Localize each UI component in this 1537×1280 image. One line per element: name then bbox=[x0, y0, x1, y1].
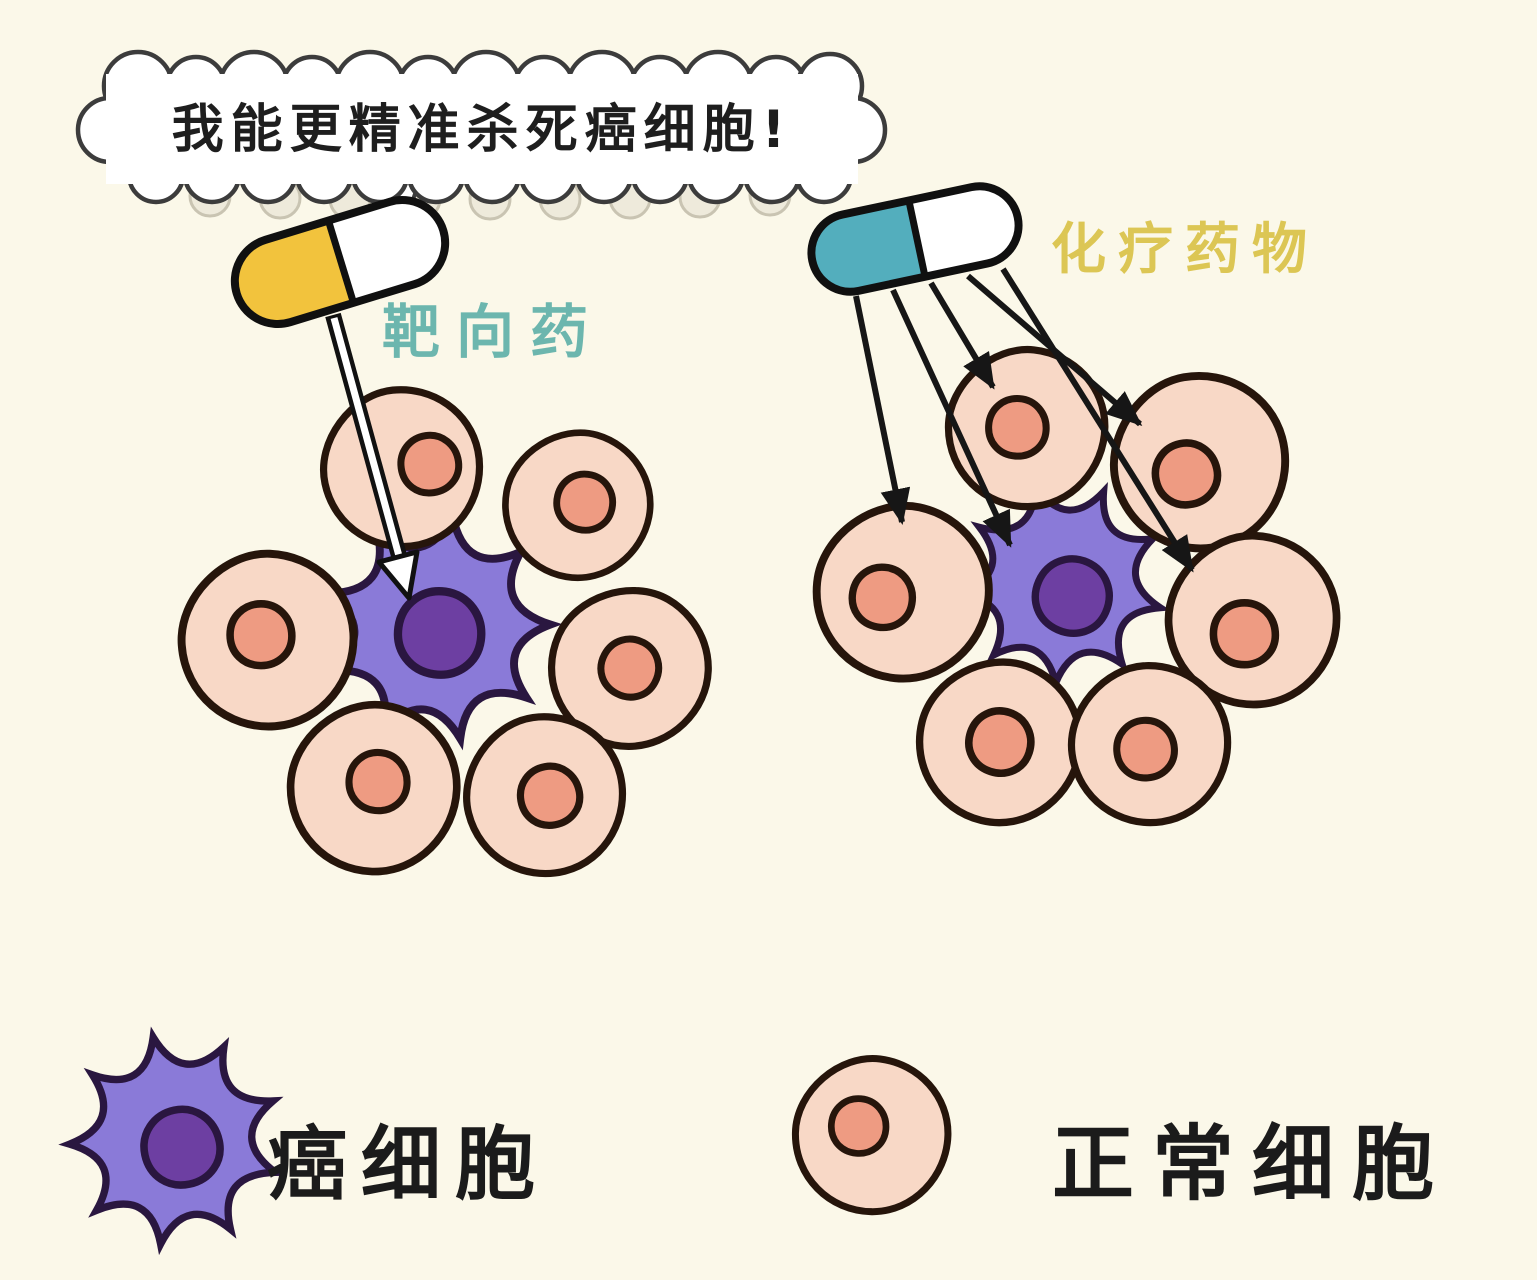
targeted-arrowhead bbox=[376, 549, 420, 601]
legend: 癌细胞 正常细胞 bbox=[51, 1016, 1452, 1258]
left-cell-cluster bbox=[182, 380, 736, 887]
legend-cancer-label: 癌细胞 bbox=[267, 1118, 549, 1211]
legend-cancer-symbol bbox=[51, 1016, 297, 1258]
speech-bubble-text: 我能更精准杀死癌细胞! bbox=[172, 100, 793, 160]
targeted-arrow bbox=[325, 312, 420, 601]
chemo-arrows bbox=[853, 267, 1195, 573]
speech-bubble: 我能更精准杀死癌细胞! bbox=[75, 49, 888, 251]
normal-cell bbox=[182, 554, 354, 727]
chemo-capsule bbox=[807, 182, 1023, 296]
normal-cell bbox=[282, 696, 465, 879]
normal-cell bbox=[943, 344, 1110, 512]
legend-normal-symbol bbox=[789, 1052, 954, 1218]
legend-normal-label: 正常细胞 bbox=[1052, 1117, 1452, 1212]
targeted-capsule bbox=[230, 195, 450, 329]
normal-cell bbox=[313, 380, 490, 557]
targeted-drug-label: 靶向药 bbox=[382, 298, 604, 366]
chemo-drug-label: 化疗药物 bbox=[1051, 217, 1319, 281]
